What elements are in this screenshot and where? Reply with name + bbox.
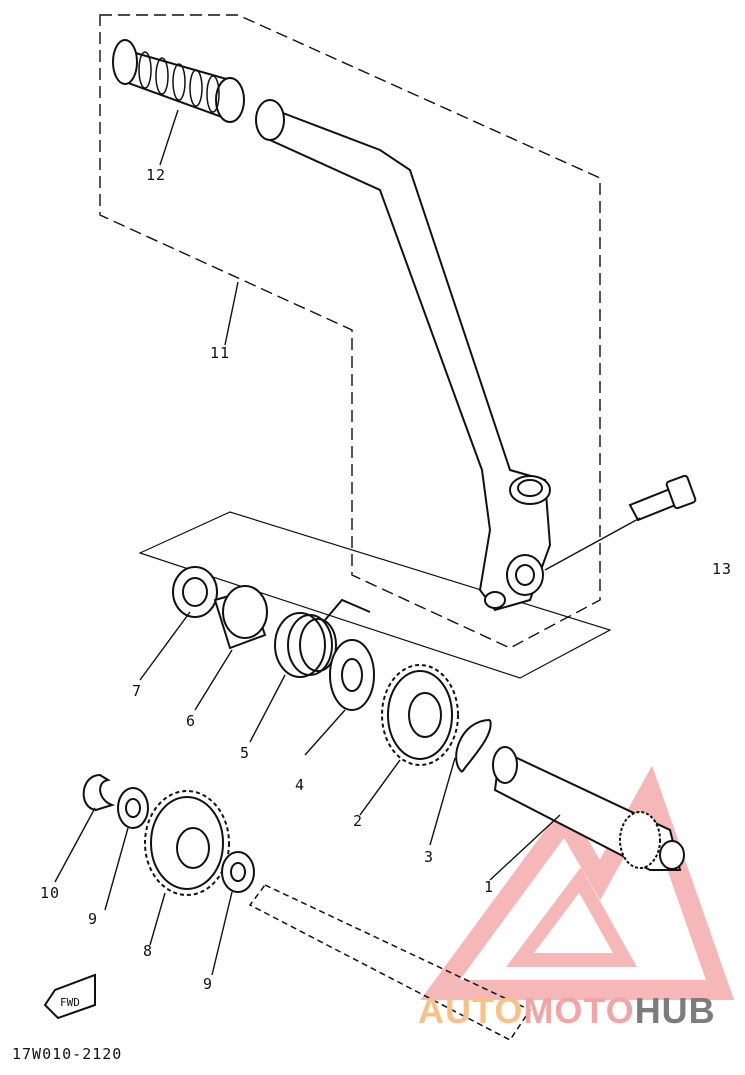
fwd-arrow-icon: FWD (43, 973, 96, 1020)
kick-crank-lever (255, 99, 552, 612)
watermark-part1: AUTO (418, 990, 524, 1031)
oil-seal (172, 566, 218, 618)
shaft-assembly-outline (138, 511, 612, 679)
watermark-text: AUTOMOTOHUB (418, 990, 716, 1032)
kick-grip-rubber (112, 39, 245, 123)
ratchet-gear (381, 664, 459, 766)
spring-guide (213, 585, 268, 650)
callout-6: 6 (186, 712, 197, 730)
callout-4: 4 (295, 776, 306, 794)
circlip-small (82, 773, 116, 812)
callout-3: 3 (424, 848, 435, 866)
washer-large (329, 639, 375, 711)
callout-11: 11 (210, 344, 231, 362)
torsion-spring (274, 598, 371, 678)
pinch-bolt (628, 474, 697, 522)
callout-8: 8 (143, 942, 154, 960)
washer-small-upper (117, 787, 149, 829)
fwd-label: FWD (60, 996, 80, 1009)
watermark-part2: MOTO (523, 990, 635, 1031)
callout-12: 12 (146, 166, 167, 184)
kick-shaft (492, 746, 685, 871)
callout-10: 10 (40, 884, 61, 902)
watermark-part3: HUB (634, 990, 716, 1031)
callout-2: 2 (353, 812, 364, 830)
callout-5: 5 (240, 744, 251, 762)
countershaft-reference (248, 884, 532, 1041)
callout-9-upper: 9 (88, 910, 99, 928)
idler-gear (144, 790, 230, 896)
leader-lines (54, 109, 641, 976)
crank-assembly-outline (99, 14, 601, 649)
circlip (455, 719, 492, 773)
washer-small-lower (221, 851, 255, 893)
callout-7: 7 (132, 682, 143, 700)
callout-13: 13 (712, 560, 733, 578)
drawing-code: 17W010-2120 (12, 1045, 123, 1063)
callout-1: 1 (484, 878, 495, 896)
callout-9-lower: 9 (203, 975, 214, 993)
